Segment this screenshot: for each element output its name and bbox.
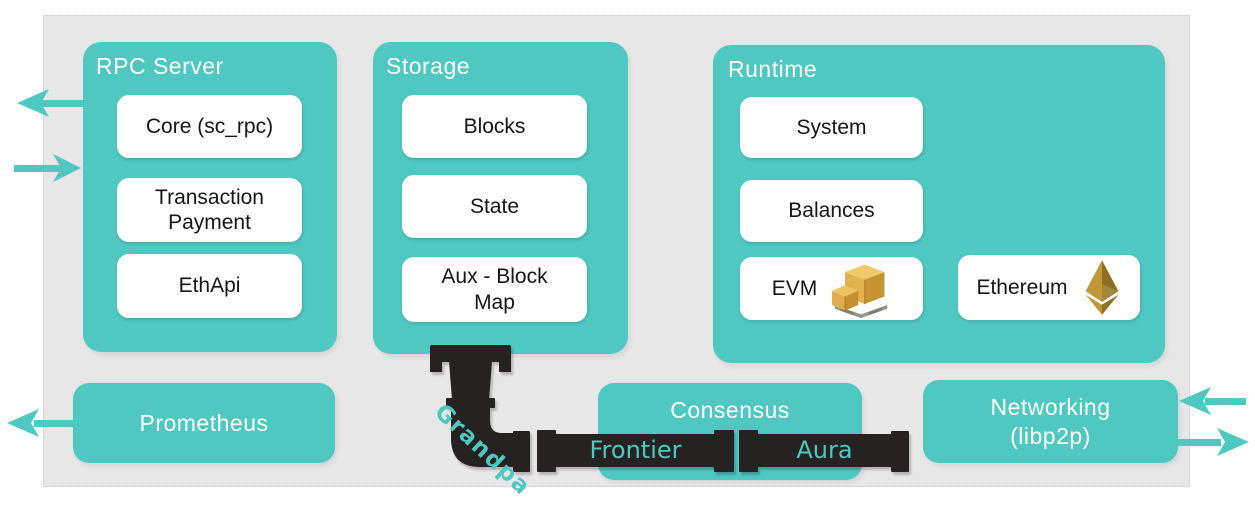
module-evm: EVM <box>740 257 923 320</box>
frontier-aura-pipe-icon <box>537 430 909 472</box>
pipe-label-aura: Aura <box>796 436 853 464</box>
module-ethapi: EthApi <box>117 254 302 318</box>
module-balances: Balances <box>740 180 923 242</box>
node-prometheus-label: Prometheus <box>139 409 269 436</box>
arrow-rpc-out-icon <box>17 89 84 117</box>
module-transaction-payment: Transaction Payment <box>117 178 302 242</box>
module-evm-label: EVM <box>771 276 818 300</box>
module-aux-block-map: Aux - Block Map <box>402 257 587 322</box>
module-state: State <box>402 175 587 238</box>
node-networking-label-line1: Networking <box>990 393 1111 420</box>
cargo-crates-icon <box>832 264 888 318</box>
module-ethereum-label: Ethereum <box>976 275 1068 299</box>
pipe-label-frontier: Frontier <box>589 436 682 464</box>
node-consensus-label: Consensus <box>670 397 790 423</box>
node-networking-label-line2: (libp2p) <box>1010 422 1091 449</box>
module-blocks: Blocks <box>402 95 587 158</box>
arrow-networking-out-icon <box>1178 428 1249 456</box>
arrow-prometheus-out-icon <box>7 409 75 437</box>
module-ethereum: Ethereum <box>958 255 1140 320</box>
grandpa-pipe-icon <box>430 345 530 472</box>
panel-title-runtime: Runtime <box>728 56 818 82</box>
panel-storage: Storage Blocks State Aux - Block Map <box>373 42 628 354</box>
ethereum-diamond-icon <box>1085 260 1118 315</box>
node-networking: Networking (libp2p) <box>923 380 1178 463</box>
arrow-rpc-in-icon <box>14 154 81 182</box>
panel-rpc-server: RPC Server Core (sc_rpc) Transaction Pay… <box>83 42 337 352</box>
panel-title-rpc-server: RPC Server <box>96 53 224 79</box>
panel-title-storage: Storage <box>386 53 471 79</box>
arrow-networking-in-icon <box>1179 387 1246 415</box>
module-core-sc-rpc: Core (sc_rpc) <box>117 95 302 158</box>
module-system: System <box>740 97 923 158</box>
panel-runtime: Runtime System Balances EVM Ethereum <box>713 45 1165 363</box>
node-prometheus: Prometheus <box>73 383 335 463</box>
